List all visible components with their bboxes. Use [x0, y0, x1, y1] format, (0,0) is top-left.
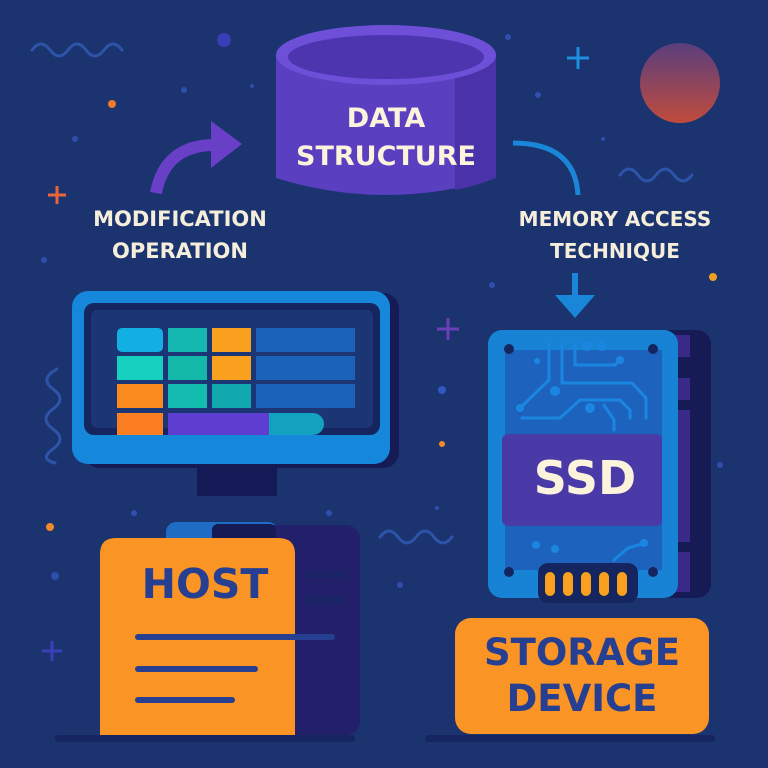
- host-monitor-icon: [72, 291, 399, 496]
- ssd-connector-pins: [545, 572, 627, 596]
- data-structure-label: DATA STRUCTURE: [276, 100, 496, 176]
- planet-icon: [640, 43, 720, 123]
- floor-line: [425, 735, 715, 742]
- storage-device-label-line2: DEVICE: [506, 677, 658, 720]
- modification-operation-label: MODIFICATION OPERATION: [80, 203, 280, 267]
- memory-access-technique-label: MEMORY ACCESS TECHNIQUE: [500, 203, 730, 267]
- floor-line: [55, 735, 355, 742]
- plus-icon: [567, 47, 589, 69]
- plus-icon: [437, 318, 459, 340]
- ssd-label: SSD: [533, 451, 637, 505]
- modification-label-line1: MODIFICATION: [93, 207, 267, 231]
- plus-icon: [42, 641, 62, 661]
- data-structure-label-line1: DATA: [346, 103, 426, 134]
- squiggle-icon: [44, 367, 62, 465]
- host-tower-icon: [100, 522, 360, 735]
- storage-device-label: STORAGE DEVICE: [455, 630, 709, 722]
- down-arrow-icon: [555, 273, 595, 318]
- squiggle-icon: [30, 42, 124, 58]
- host-label: HOST: [141, 560, 269, 608]
- plus-icon: [48, 186, 66, 204]
- squiggle-icon: [618, 167, 694, 183]
- memory-access-label-line2: TECHNIQUE: [550, 239, 680, 263]
- modification-label-line2: OPERATION: [112, 239, 248, 263]
- squiggle-icon: [378, 529, 454, 545]
- data-structure-label-line2: STRUCTURE: [296, 141, 476, 172]
- memory-access-connector: [512, 140, 581, 196]
- memory-access-label-line1: MEMORY ACCESS: [518, 207, 712, 231]
- modification-arrow: [150, 121, 242, 195]
- star-dots: [41, 33, 723, 588]
- ssd-drive-icon: [488, 330, 711, 603]
- data-structure-cylinder-icon: [276, 25, 496, 195]
- storage-device-box: [455, 618, 709, 734]
- storage-device-label-line1: STORAGE: [483, 631, 681, 674]
